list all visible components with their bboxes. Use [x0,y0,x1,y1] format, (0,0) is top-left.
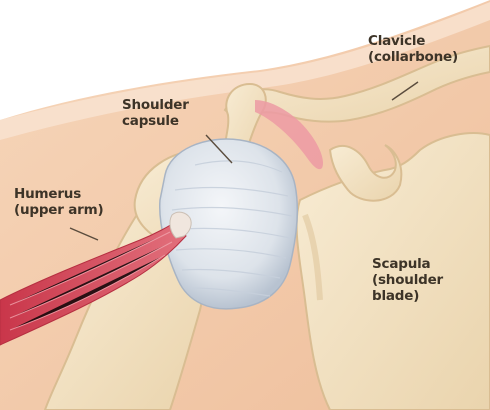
clavicle-label: Clavicle (collarbone) [368,33,458,65]
humerus-label: Humerus (upper arm) [14,186,103,218]
shoulder-capsule-label: Shoulder capsule [122,97,189,129]
scapula-label: Scapula (shoulder blade) [372,256,443,304]
